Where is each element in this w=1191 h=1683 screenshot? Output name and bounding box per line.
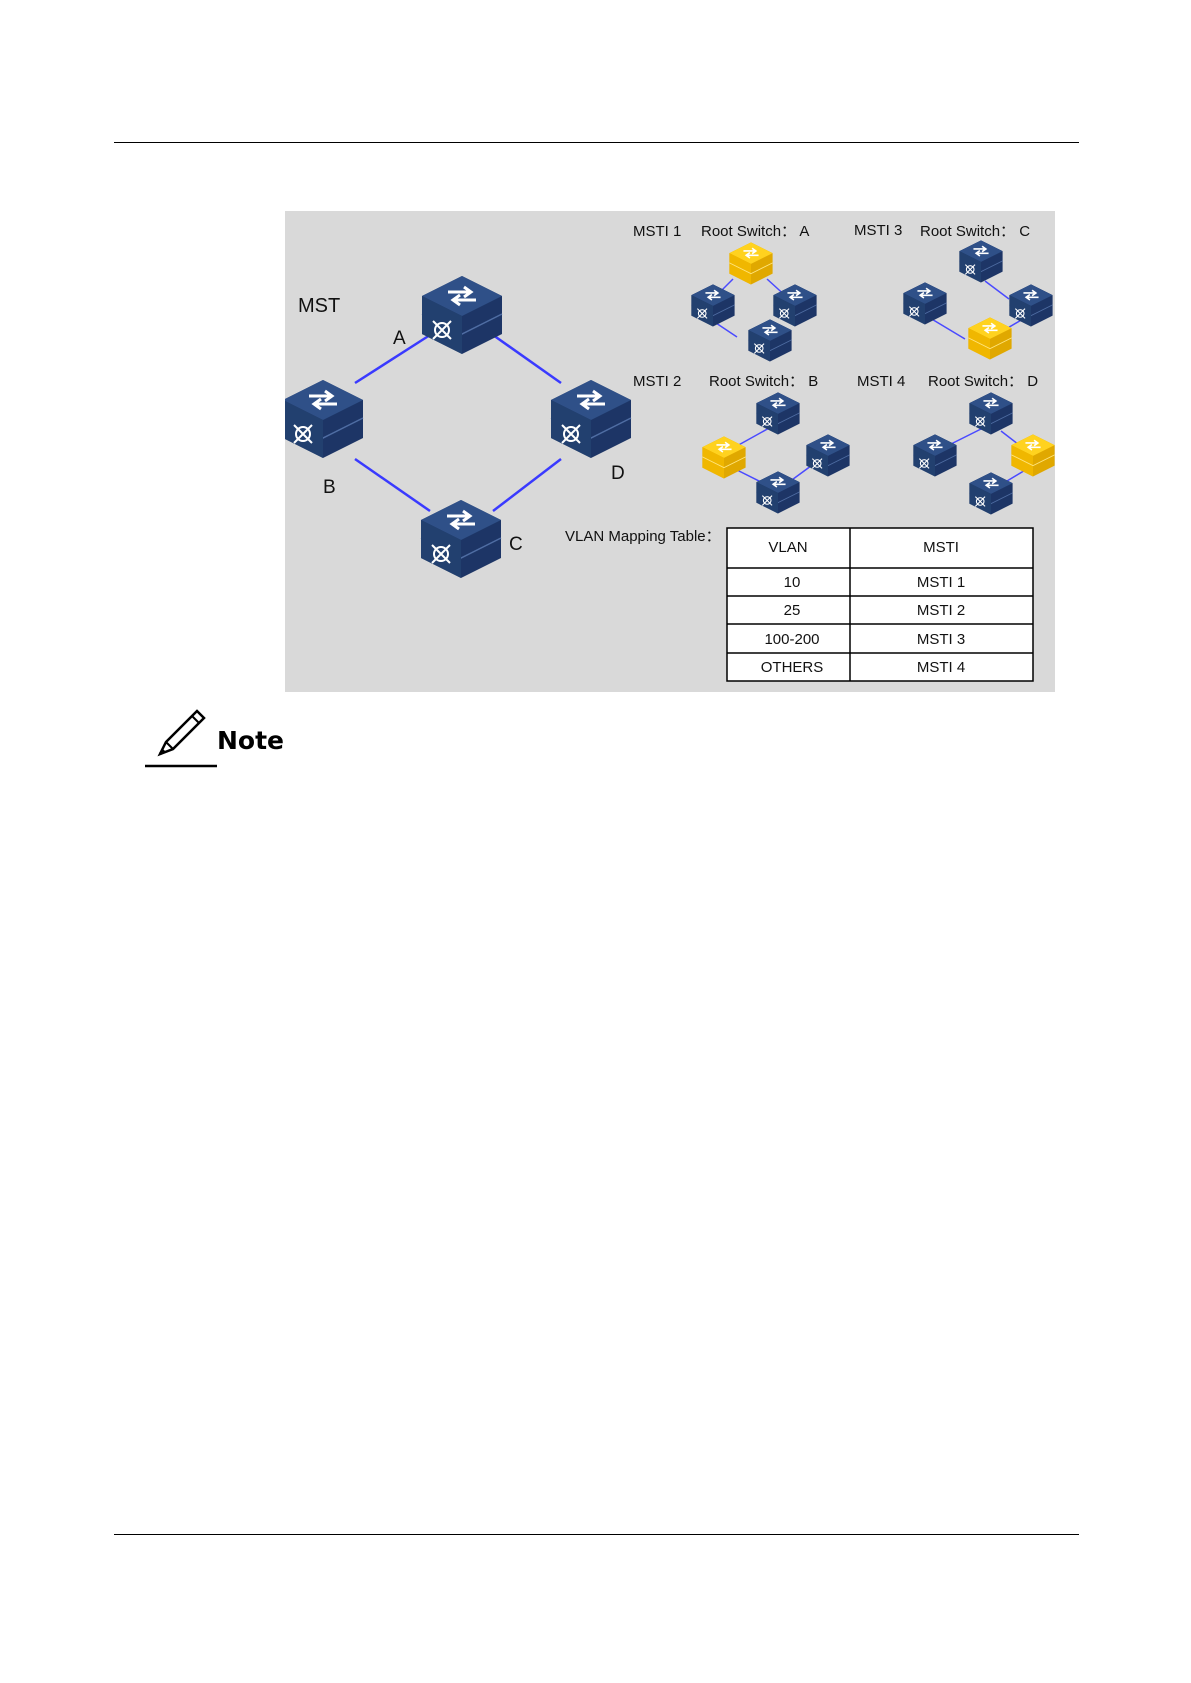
msti1-topology: MSTI 1 Root Switch： A <box>633 223 817 361</box>
msti2-root: Root Switch： B <box>709 373 818 390</box>
table-cell: 10 <box>784 574 801 591</box>
table-cell: MSTI 1 <box>917 574 965 591</box>
label-d: D <box>611 463 625 484</box>
note-label: Note <box>217 726 284 755</box>
msti4-topology: MSTI 4 Root Switch： D <box>857 373 1055 514</box>
table-cell: MSTI 2 <box>917 602 965 619</box>
table-cell: OTHERS <box>761 659 824 676</box>
link-a-d <box>493 335 561 383</box>
msti4-name: MSTI 4 <box>857 373 905 390</box>
label-c: C <box>509 534 523 555</box>
label-a: A <box>393 328 406 349</box>
label-b: B <box>323 477 336 498</box>
link-b-c <box>355 459 430 511</box>
msti2-topology: MSTI 2 Root Switch： B <box>633 373 850 513</box>
link-d-c <box>493 459 561 511</box>
table-header-msti: MSTI <box>923 539 959 556</box>
msti4-root: Root Switch： D <box>928 373 1038 390</box>
mst-diagram-svg: MST A B D C MSTI 1 Root Switch： A MSTI 3… <box>285 211 1055 692</box>
pencil-icon <box>143 704 223 770</box>
table-cell: 25 <box>784 602 801 619</box>
table-cell: MSTI 3 <box>917 631 965 648</box>
msti3-topology: MSTI 3 Root Switch： C <box>854 222 1053 359</box>
table-header-vlan: VLAN <box>768 539 807 556</box>
msti3-root: Root Switch： C <box>920 223 1030 240</box>
switch-a <box>422 276 502 354</box>
header-rule <box>114 142 1079 143</box>
switch-b <box>285 380 363 458</box>
table-cell: MSTI 4 <box>917 659 965 676</box>
note-callout: Note <box>143 704 293 770</box>
mst-label: MST <box>298 295 340 317</box>
mapping-title: VLAN Mapping Table： <box>565 528 721 545</box>
msti2-name: MSTI 2 <box>633 373 681 390</box>
msti3-name: MSTI 3 <box>854 222 902 239</box>
table-cell: 100-200 <box>764 631 819 648</box>
vlan-mapping-table: VLAN MSTI 10 MSTI 1 25 MSTI 2 100-200 MS… <box>727 528 1033 681</box>
footer-rule <box>114 1534 1079 1535</box>
msti1-root: Root Switch： A <box>701 223 809 240</box>
switch-d <box>551 380 631 458</box>
main-links <box>355 335 561 511</box>
mst-diagram: MST A B D C MSTI 1 Root Switch： A MSTI 3… <box>285 211 1055 692</box>
switch-c <box>421 500 501 578</box>
msti1-name: MSTI 1 <box>633 223 681 240</box>
